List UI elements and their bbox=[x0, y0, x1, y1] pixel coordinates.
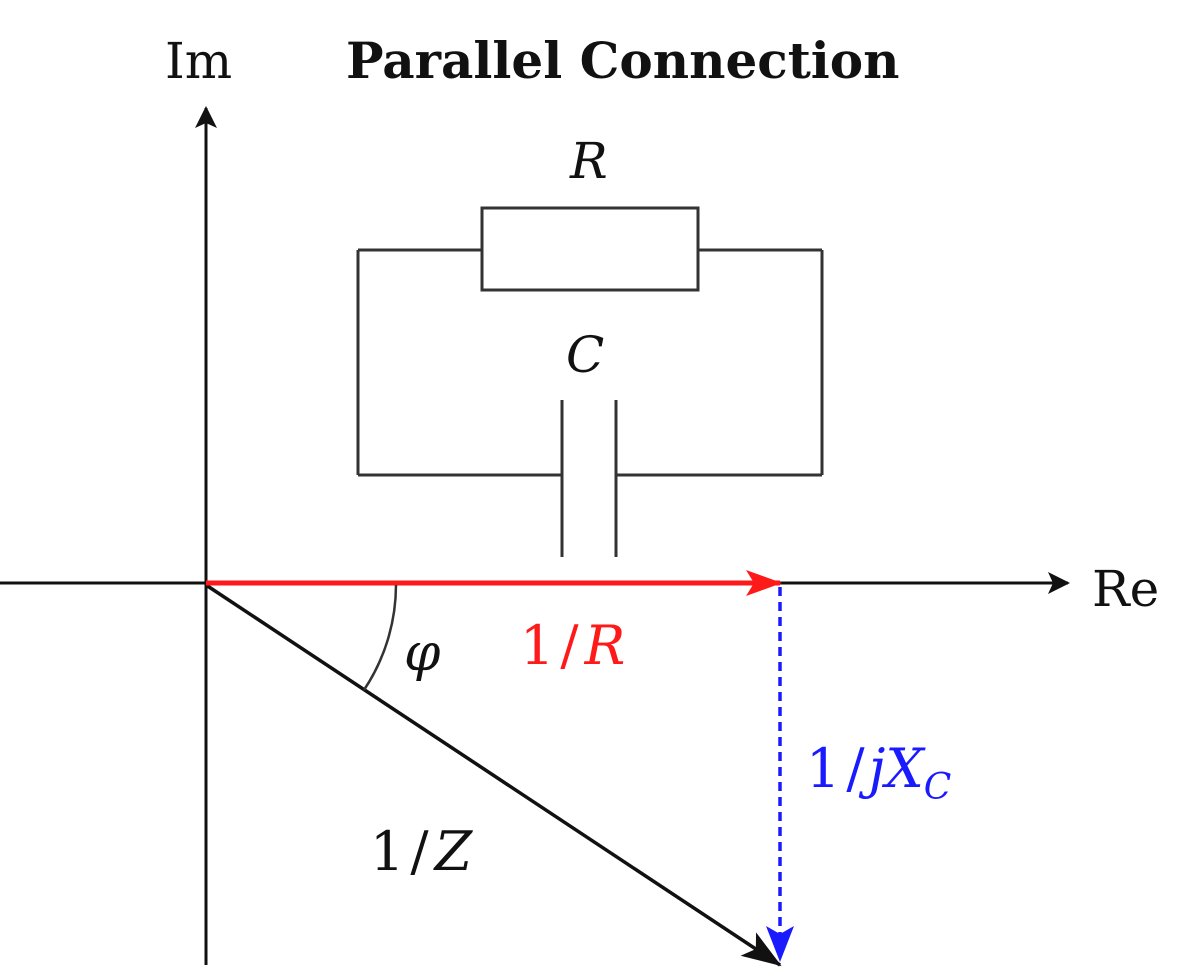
phase-angle-label: φ bbox=[404, 623, 441, 683]
conductance-symbol: R bbox=[584, 614, 626, 677]
imaginary-axis-label: Im bbox=[165, 32, 232, 90]
susceptance-symbol: X bbox=[881, 737, 926, 800]
susceptance-numerator: 1 bbox=[806, 737, 840, 800]
conductance-numerator: 1 bbox=[520, 614, 554, 677]
susceptance-subscript: C bbox=[924, 767, 952, 808]
capacitor-label: C bbox=[566, 326, 604, 384]
diagram-title: Parallel Connection bbox=[346, 31, 900, 90]
susceptance-slash: / bbox=[846, 737, 865, 800]
susceptance-label: 1/jXC bbox=[806, 737, 951, 808]
capacitor-symbol bbox=[560, 400, 618, 557]
admittance-label: 1/Z bbox=[370, 820, 474, 883]
admittance-symbol: Z bbox=[433, 820, 474, 883]
resistor-label: R bbox=[569, 132, 608, 190]
resistor-symbol bbox=[480, 206, 700, 292]
admittance-slash: / bbox=[410, 820, 429, 883]
real-axis-label: Re bbox=[1092, 560, 1159, 618]
parallel-rc-circuit bbox=[356, 248, 824, 477]
conductance-slash: / bbox=[560, 614, 579, 677]
conductance-label: 1/R bbox=[520, 614, 625, 677]
phase-angle-arc bbox=[362, 584, 398, 691]
admittance-numerator: 1 bbox=[370, 820, 404, 883]
admittance-phasor bbox=[205, 583, 782, 967]
